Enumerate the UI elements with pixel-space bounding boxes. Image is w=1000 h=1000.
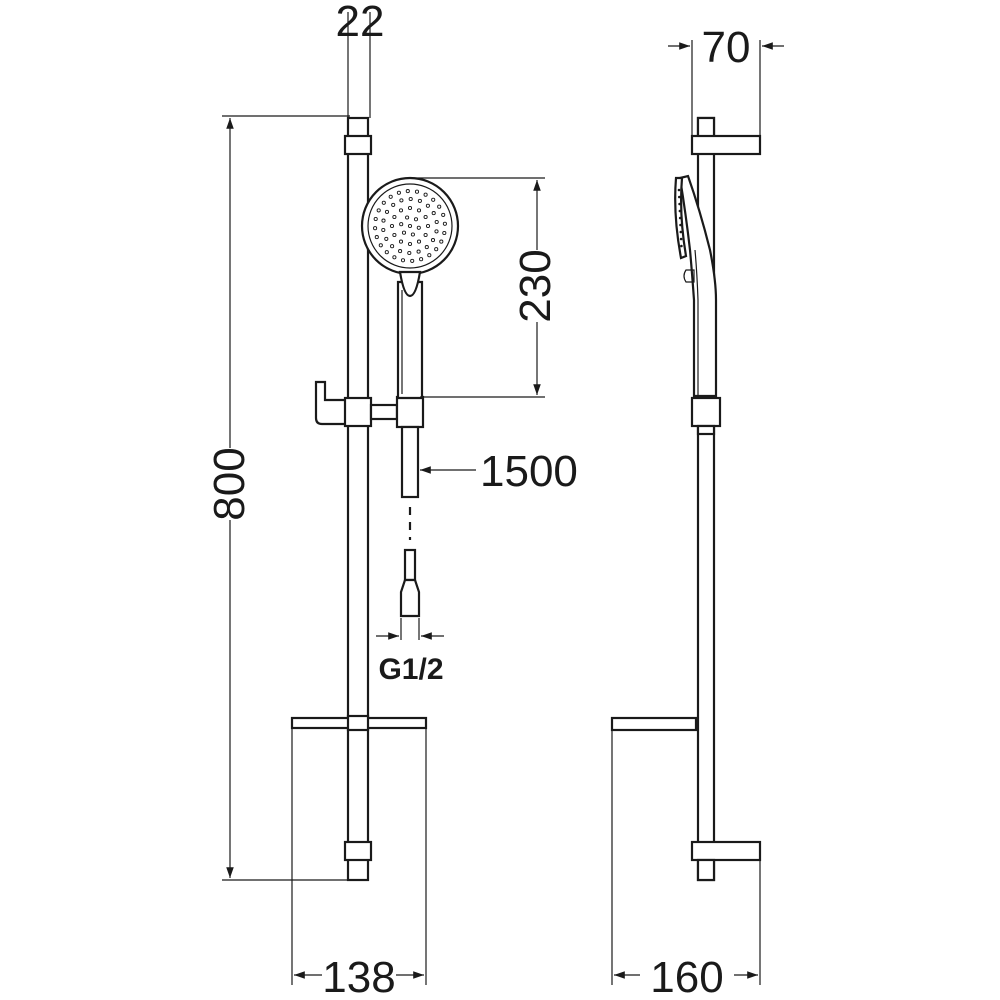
nozzle-dot <box>384 250 389 255</box>
nozzle-dot <box>410 232 415 237</box>
nozzle-dot <box>441 212 446 217</box>
nozzle-dot <box>414 189 420 194</box>
dim-bracket-depth: 70 <box>702 23 751 72</box>
side-slider <box>690 396 722 428</box>
front-shelf <box>290 714 428 732</box>
nozzle-dot <box>431 197 436 202</box>
nozzle-dot <box>407 205 413 211</box>
nozzle-dot <box>401 230 407 235</box>
nozzle-dot <box>427 253 432 258</box>
nozzle-dot <box>399 222 404 227</box>
nozzle-dot <box>416 225 421 230</box>
nozzle-dot <box>408 196 413 202</box>
front-slider <box>314 380 425 429</box>
dim-side-depth: 160 <box>650 953 723 1000</box>
nozzle-dot <box>430 238 436 243</box>
side-nozzle-dot <box>680 244 683 248</box>
nozzle-dot <box>384 236 389 241</box>
side-top-bracket <box>690 116 762 156</box>
nozzle-dot <box>424 245 429 250</box>
nozzle-dot <box>374 235 379 240</box>
nozzle-dot <box>398 239 404 244</box>
side-shelf <box>610 716 698 732</box>
side-nozzle-dot <box>679 237 683 241</box>
side-nozzle-dot <box>678 216 682 220</box>
nozzle-dot <box>423 192 428 197</box>
nozzle-dot <box>407 250 412 256</box>
side-hand-shower <box>674 174 718 398</box>
nozzle-dot <box>442 230 447 236</box>
front-bottom-cap <box>343 840 373 862</box>
nozzle-dot <box>398 208 404 213</box>
side-nozzle-dot <box>678 202 681 206</box>
nozzle-dot <box>392 255 397 260</box>
front-top-cap <box>343 134 373 156</box>
nozzle-dot <box>423 214 428 220</box>
nozzle-dot <box>373 226 378 231</box>
side-nozzle-dot <box>677 188 681 192</box>
nozzle-dot <box>391 202 396 207</box>
nozzle-dot <box>439 239 444 244</box>
nozzle-dot <box>399 198 404 203</box>
nozzle-dot <box>416 249 421 254</box>
nozzle-dot <box>410 258 415 263</box>
side-nozzle-dot <box>678 209 682 213</box>
side-view <box>610 116 762 882</box>
dim-bar-length: 800 <box>205 447 254 520</box>
nozzle-dot <box>400 258 406 263</box>
nozzle-dot <box>425 203 430 208</box>
nozzle-dot <box>405 215 410 220</box>
nozzle-dot <box>405 189 410 194</box>
nozzle-dot <box>434 229 439 234</box>
nozzle-dot <box>396 190 401 195</box>
nozzle-dot <box>419 257 424 262</box>
front-hose <box>399 425 421 618</box>
nozzle-dot <box>390 244 395 249</box>
nozzle-dot <box>384 209 390 214</box>
side-nozzle-dot <box>679 230 683 234</box>
nozzle-dot <box>442 221 447 226</box>
nozzle-dot <box>407 223 413 229</box>
dim-bar-diameter: 22 <box>336 0 385 46</box>
nozzle-dot <box>431 211 436 216</box>
front-hand-shower <box>360 176 460 400</box>
nozzle-dot <box>425 223 431 229</box>
side-dimensions: 70 160 <box>611 23 784 1000</box>
nozzle-dot <box>398 249 403 254</box>
side-nozzle-dot <box>678 195 681 199</box>
dim-head-length: 230 <box>511 249 560 322</box>
nozzle-dot <box>378 243 383 248</box>
nozzle-dot <box>437 204 442 209</box>
front-dimensions: 22 800 230 1500 G1/2 138 <box>205 0 578 1000</box>
nozzle-dot <box>434 247 439 252</box>
side-bottom-bracket <box>690 840 762 882</box>
dim-shelf-width: 138 <box>322 953 395 1000</box>
nozzle-dot <box>413 217 419 222</box>
nozzle-dot <box>376 208 381 213</box>
nozzle-dot <box>423 232 428 238</box>
side-nozzle-dot <box>679 223 682 227</box>
nozzle-dot <box>381 218 386 223</box>
nozzle-dot <box>417 198 422 203</box>
dim-connection: G1/2 <box>378 653 443 686</box>
nozzle-dots <box>373 189 447 263</box>
nozzle-dot <box>416 239 422 244</box>
nozzle-dot <box>381 200 386 205</box>
nozzle-dot <box>381 227 386 233</box>
dim-hose-length: 1500 <box>480 447 578 496</box>
nozzle-dot <box>407 241 413 247</box>
front-slide-bar <box>346 116 370 882</box>
nozzle-dot <box>416 208 422 213</box>
nozzle-dot <box>388 194 393 199</box>
nozzle-dot <box>392 232 397 238</box>
nozzle-dot <box>389 223 395 229</box>
nozzle-dot <box>373 216 378 222</box>
nozzle-dot <box>434 219 439 225</box>
front-view <box>290 116 460 882</box>
nozzle-dot <box>392 214 397 220</box>
